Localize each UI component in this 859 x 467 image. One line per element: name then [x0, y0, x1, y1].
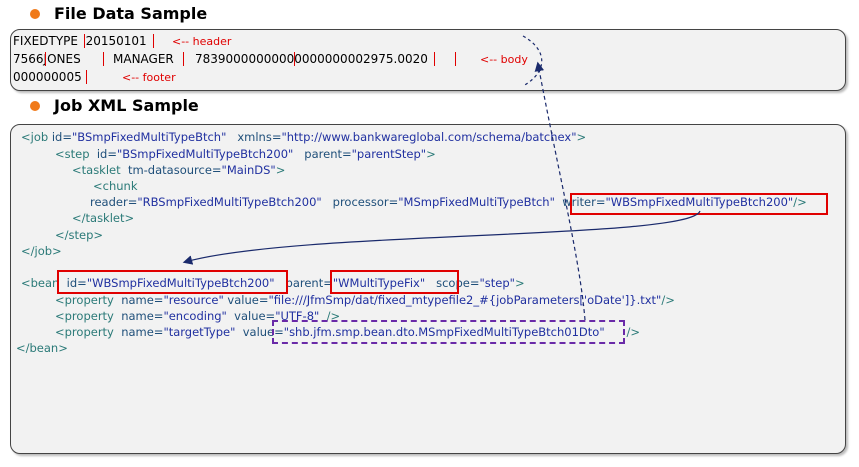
xml-line-bean-end: </bean>: [16, 341, 68, 355]
writer-to-bean-arrow: [182, 210, 701, 265]
field-separator: [103, 52, 104, 66]
field-separator: [434, 52, 435, 66]
field-separator: [84, 34, 85, 48]
footer-label: <-- footer: [122, 71, 176, 84]
file-data-line2-b: MANAGER: [113, 52, 174, 66]
header-label: <-- header: [172, 35, 232, 48]
xml-line-chunk-attrs: reader="RBSmpFixedMultiTypeBtch200" proc…: [90, 195, 807, 209]
bean-id-highlight-box: [57, 270, 288, 294]
xml-line-step-end: </step>: [55, 228, 104, 242]
bullet-icon: [30, 9, 40, 19]
bean-parent-highlight-box: [330, 270, 459, 294]
xml-line-property-resource: <property name="resource" value="file://…: [55, 293, 675, 307]
xml-line-step: <step id="BSmpFixedMultiTypeBtch200" par…: [55, 147, 436, 161]
file-data-line1: FIXEDTYPE 20150101: [13, 34, 147, 48]
xml-line-tasklet: <tasklet tm-datasource="MainDS">: [72, 163, 286, 177]
writer-highlight-box: [570, 193, 828, 215]
xml-line-property-targettype: <property name="targetType" value="shb.j…: [55, 325, 641, 339]
file-data-box: [10, 29, 846, 91]
body-label: <-- body: [480, 53, 528, 66]
xml-line-property-encoding: <property name="encoding" value="UTF-8" …: [55, 309, 341, 323]
targettype-to-filedata-arrow: [534, 61, 586, 321]
field-separator: [45, 52, 46, 66]
record-brace-curve: [522, 35, 543, 87]
job-xml-box: [10, 124, 846, 454]
xml-line-job-end: </job>: [21, 244, 62, 258]
file-data-line3: 000000005: [13, 70, 82, 84]
xml-line-chunk: <chunk: [93, 179, 138, 193]
field-separator: [455, 52, 456, 66]
file-data-line2-a: 7566JONES: [13, 52, 81, 66]
xml-line-job: <job id="BSmpFixedMultiTypeBtch" xmlns="…: [21, 130, 587, 144]
field-separator: [86, 70, 87, 84]
field-separator: [294, 52, 295, 66]
bullet-icon: [30, 101, 40, 111]
field-separator: [153, 34, 154, 48]
xml-line-bean: <bean id="WBSmpFixedMultiTypeBtch200" pa…: [21, 276, 525, 290]
field-separator: [183, 52, 184, 66]
file-data-line2-c: 78390000000000000000002975.0020: [195, 52, 428, 66]
xml-line-tasklet-end: </tasklet>: [72, 211, 135, 225]
targettype-highlight-box: [272, 320, 625, 344]
